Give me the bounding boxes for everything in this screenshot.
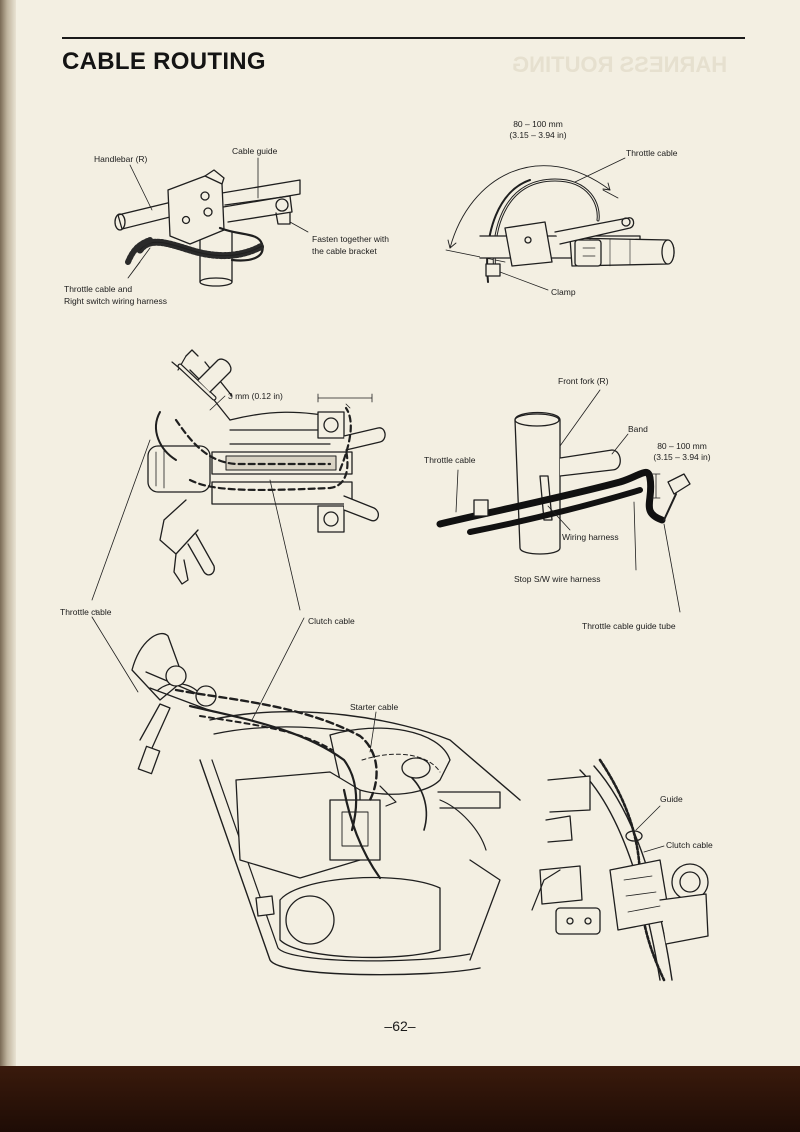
label-fasten-line2: the cable bracket: [312, 246, 377, 256]
cable-routing-illustrations: [91, 157, 709, 982]
figure-handlebar-cable-guide: [114, 157, 309, 287]
label-fork-dim-line2: (3.15 – 3.94 in): [653, 452, 711, 462]
label-handlebar: Handlebar (R): [94, 154, 148, 164]
label-throttle-cable-fork: Throttle cable: [424, 455, 476, 465]
label-front-fork: Front fork (R): [558, 376, 609, 386]
label-cable-guide: Cable guide: [232, 146, 278, 156]
page-binding-shadow: [0, 0, 16, 1066]
label-throttle-guide-tube: Throttle cable guide tube: [582, 621, 676, 631]
figure-carburetor-guide: [531, 758, 709, 982]
label-stop-sw-harness: Stop S/W wire harness: [514, 574, 601, 584]
figure-front-fork: [436, 389, 691, 613]
label-band: Band: [628, 424, 648, 434]
page-number: –62–: [384, 1018, 416, 1034]
label-throttle-dim-line2: (3.15 – 3.94 in): [509, 130, 567, 140]
label-gap-3mm: 3 mm (0.12 in): [228, 391, 283, 401]
label-wiring-harness: Wiring harness: [562, 532, 619, 542]
label-clutch-cable-frame: Clutch cable: [308, 616, 355, 626]
figure-top-view: [147, 349, 386, 585]
label-fasten-line1: Fasten together with: [312, 234, 390, 244]
figure-frame-side-view: [91, 439, 521, 976]
label-throttle-harness-line1: Throttle cable and: [64, 284, 133, 294]
label-clamp: Clamp: [551, 287, 576, 297]
page-title: CABLE ROUTING: [62, 48, 266, 75]
label-throttle-harness-line2: Right switch wiring harness: [64, 296, 167, 306]
label-throttle-cable-top: Throttle cable: [626, 148, 678, 158]
label-throttle-cable-frame: Throttle cable: [60, 607, 112, 617]
label-guide: Guide: [660, 794, 683, 804]
manual-page: CABLE ROUTING HARNESS ROUTING: [0, 0, 800, 1066]
label-starter-cable: Starter cable: [350, 702, 399, 712]
scan-background: [0, 1066, 800, 1132]
label-fork-dim-line1: 80 – 100 mm: [657, 441, 707, 451]
label-clutch-cable-carb: Clutch cable: [666, 840, 713, 850]
label-throttle-dim-line1: 80 – 100 mm: [513, 119, 563, 129]
figure-throttle-grip: [445, 157, 675, 291]
header-rule: [62, 37, 745, 39]
